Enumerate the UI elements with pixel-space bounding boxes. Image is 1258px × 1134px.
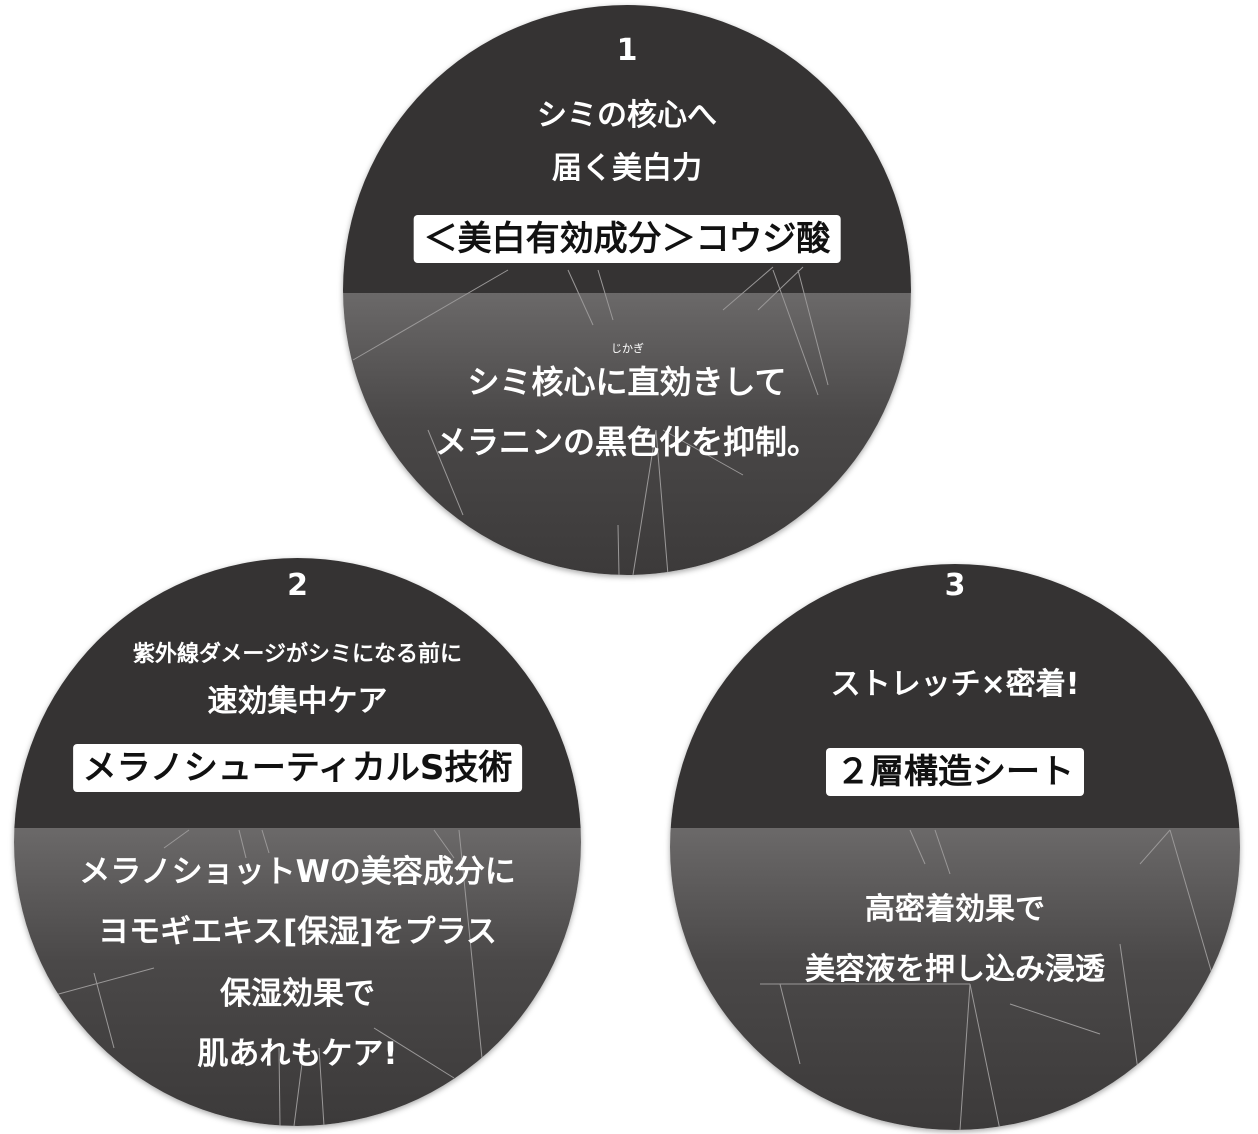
feature-body-line: メラニンの黒色化を抑制。	[434, 423, 819, 461]
feature-highlight-label: メラノシューティカルS技術	[72, 744, 523, 792]
feature-body-line: 肌あれもケア!	[197, 1036, 398, 1072]
feature-body-line: シミ核心に直効きして	[467, 363, 787, 401]
feature-number: 1	[616, 33, 638, 68]
ruby-annotation: じかぎ	[611, 342, 644, 355]
feature-body-line: ヨモギエキス[保湿]をプラス	[98, 914, 497, 950]
feature-lead-line: 速効集中ケア	[207, 684, 388, 719]
feature-number: 2	[287, 568, 308, 603]
decorative-lines	[43, 829, 485, 1126]
feature-circle-2: 2 紫外線ダメージがシミになる前に 速効集中ケア メラノシューティカルS技術 メ…	[14, 558, 581, 1126]
feature-lead-line: ストレッチ×密着!	[830, 667, 1080, 702]
feature-highlight-label: ２層構造シート	[826, 748, 1084, 796]
feature-lead-line: シミの核心へ	[537, 98, 717, 133]
feature-circle-3: 3 ストレッチ×密着! ２層構造シート 高密着効果で 美容液を押し込み浸透	[670, 564, 1240, 1130]
feature-circle-1: 1 シミの核心へ 届く美白力 ＜美白有効成分＞コウジ酸 じかぎ シミ核心に直効き…	[343, 5, 911, 575]
feature-body-line: 美容液を押し込み浸透	[805, 952, 1105, 987]
feature-body-line: 保湿効果で	[220, 976, 375, 1012]
circle-bottom-section	[14, 828, 581, 1126]
decorative-lines	[760, 829, 1216, 1130]
feature-number: 3	[944, 568, 966, 603]
circle-bottom-section	[670, 828, 1240, 1130]
feature-highlight-label: ＜美白有効成分＞コウジ酸	[413, 215, 841, 263]
decorative-lines	[352, 266, 829, 575]
feature-lead-line: 届く美白力	[552, 151, 702, 186]
feature-body-line: 高密着効果で	[865, 892, 1045, 927]
feature-body-line: メラノショットWの美容成分に	[79, 854, 516, 890]
feature-lead-line: 紫外線ダメージがシミになる前に	[133, 642, 462, 667]
